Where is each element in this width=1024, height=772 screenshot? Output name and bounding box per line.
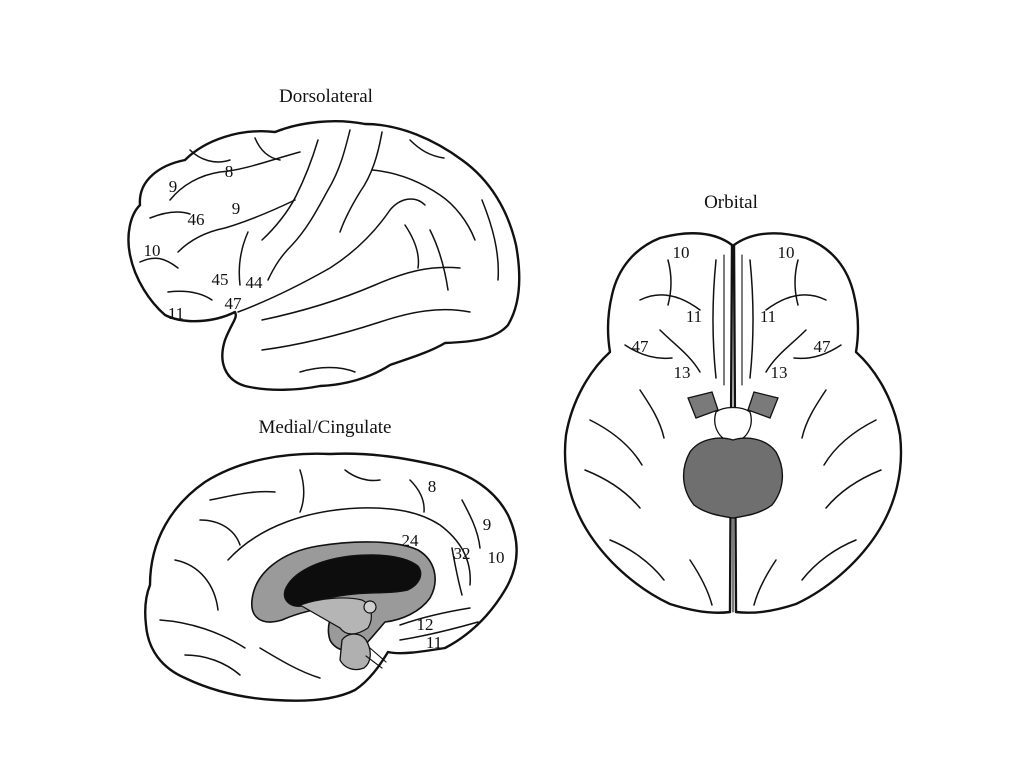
parieto-occipital-sulcus [174,559,219,611]
orbital-label: 47 [632,337,650,356]
orbital-label: 10 [673,243,690,262]
temporal-line-1 [299,366,356,373]
parietal-line-2 [404,224,420,269]
sylvian-fissure [237,198,426,313]
medial-line-6 [209,490,276,501]
temporal-sulcus-right-3 [801,539,857,581]
dorsolateral-label: 47 [225,294,243,313]
olfactory-sulcus-left [712,259,717,379]
precentral-sulcus [261,139,319,241]
medial-label: 8 [428,477,437,496]
central-sulcus [267,129,351,281]
orbital-sulcus-right-4 [794,259,799,306]
medial-label: 24 [402,531,420,550]
temporal-sulcus-right-4 [801,389,827,439]
occipital-sulcus-left [689,559,713,606]
orbital-sulcus-left-3 [624,344,673,360]
dorsolateral-label: 8 [225,162,234,181]
fornix [298,597,372,635]
dorsolateral-title: Dorsolateral [279,86,373,107]
temporal-sulcus-left-4 [639,389,665,439]
orbital-right-hemisphere [732,232,903,614]
medial-label: 32 [454,544,471,563]
orbital-sulcus-right-3 [793,344,842,360]
orbital-sulcus-right-2 [765,329,807,373]
temporal-sulcus-right-2 [825,469,882,509]
medial-line-5 [259,647,321,679]
frontal-gyrus-line-5 [189,149,231,163]
dorsolateral-label: 44 [246,273,264,292]
paracentral-line [299,469,305,513]
medial-cingulate-title: Medial/Cingulate [259,417,392,438]
dorsolateral-label: 46 [188,210,205,229]
dorsolateral-label: 9 [169,177,178,196]
medial-label: 10 [488,548,505,567]
medial-label: 11 [426,633,442,652]
precuneus-line-1 [199,519,241,546]
superior-temporal-sulcus [261,266,461,321]
dorsolateral-label: 9 [232,199,241,218]
medial-line-4 [451,547,463,596]
dorsolateral-view: Dorsolateral 9 8 46 9 10 45 44 [127,86,521,391]
frontal-gyrus-line-6 [254,137,281,161]
brainstem [683,437,783,519]
postcentral-sulcus [339,131,383,233]
rostral-sulcus-2 [399,621,479,641]
orbital-label: 13 [771,363,788,382]
inferior-frontal-sulcus [177,199,296,253]
brainstem-stub [339,633,371,671]
medial-line-1 [344,469,381,482]
occipital-sulcus-right [753,559,777,606]
dorsolateral-brain-outline [127,119,521,391]
olfactory-sulcus-right [749,259,754,379]
orbital-sulcus-left-2 [659,329,701,373]
dorsolateral-label: 45 [212,270,229,289]
orbital-title: Orbital [704,192,758,213]
optic-chiasm-orbital [714,406,752,443]
frontal-gyrus-line-1 [238,231,249,286]
rostral-sulcus [399,607,471,626]
medial-line-3 [461,499,481,549]
dorsolateral-label: 10 [144,241,161,260]
occipital-line-1 [481,199,500,281]
orbital-left-hemisphere [563,232,734,614]
orbital-sulcus-left-4 [667,259,672,306]
intraparietal-sulcus [371,169,476,241]
temporal-sulcus-left-3 [609,539,665,581]
orbital-label: 11 [686,307,702,326]
orbital-label: 11 [760,307,776,326]
temporal-sulcus-left-1 [589,419,643,466]
medial-cingulate-view: Medial/Cingulate 8 9 24 32 10 12 11 [144,417,518,702]
anterior-commissure [363,600,377,614]
occipital-line-a [184,654,241,676]
orbital-label: 13 [674,363,691,382]
frontal-gyrus-line-4 [167,290,213,301]
cingulate-sulcus [227,507,471,586]
temporal-sulcus-left-2 [584,469,641,509]
occipital-line-2 [429,229,449,291]
medial-label: 12 [417,615,434,634]
temporal-sulcus-right-1 [823,419,877,466]
calcarine-sulcus [159,619,246,649]
frontal-gyrus-line-3 [139,257,179,269]
medial-line-2 [409,479,425,513]
dorsolateral-label: 11 [168,304,184,323]
orbital-label: 47 [814,337,832,356]
optic-chiasm [365,647,387,669]
parietal-line-1 [409,139,445,159]
orbital-view: Orbital 10 10 [563,192,903,614]
medial-label: 9 [483,515,492,534]
orbital-label: 10 [778,243,795,262]
frontal-gyrus-line-2 [149,211,191,219]
inferior-temporal-sulcus [261,308,471,351]
